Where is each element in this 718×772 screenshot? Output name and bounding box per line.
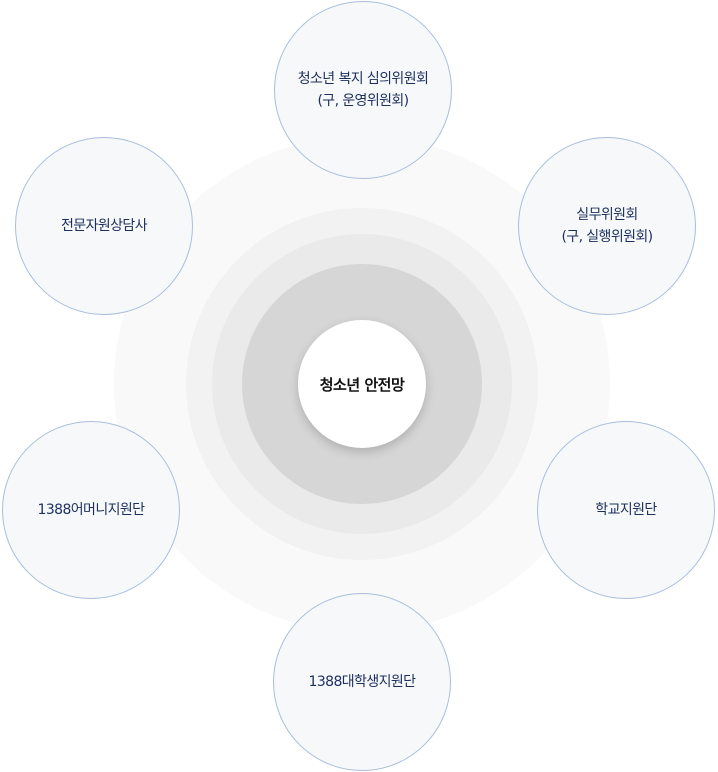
- node-title: 전문자원상담사: [61, 218, 148, 234]
- node-title: 청소년 복지 심의위원회: [297, 71, 429, 87]
- node-youth-welfare-committee: 청소년 복지 심의위원회 (구, 운영위원회): [274, 1, 452, 179]
- center-label: 청소년 안전망: [319, 375, 405, 394]
- node-working-committee: 실무위원회 (구, 실행위원회): [518, 137, 696, 315]
- node-school-support-group: 학교지원단: [537, 421, 715, 599]
- node-mothers-support-group: 1388어머니지원단: [2, 421, 180, 599]
- node-title: 1388대학생지원단: [308, 674, 417, 690]
- node-title: 1388어머니지원단: [37, 502, 146, 518]
- node-subtitle: (구, 실행위원회): [561, 229, 653, 245]
- node-professional-counselor: 전문자원상담사: [15, 137, 193, 315]
- node-subtitle: (구, 운영위원회): [317, 93, 409, 109]
- node-title: 학교지원단: [595, 502, 657, 518]
- node-title: 실무위원회: [576, 207, 638, 223]
- node-university-student-support-group: 1388대학생지원단: [273, 593, 451, 771]
- center-hub: 청소년 안전망: [298, 320, 426, 448]
